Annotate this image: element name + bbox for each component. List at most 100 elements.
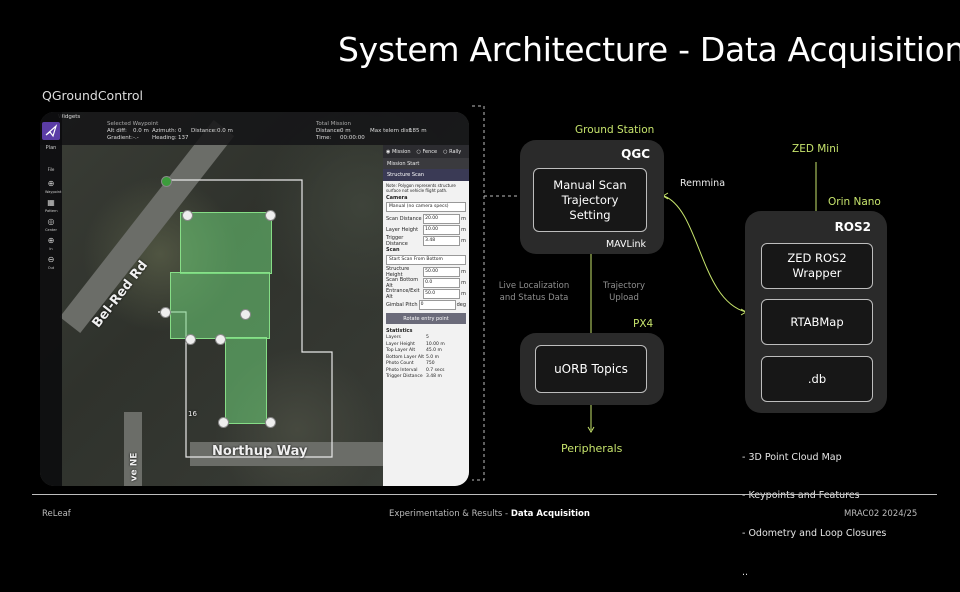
stat-value: 3.48 m [426,374,442,379]
qgc-top-bar: Widgets Selected Waypoint Alt diff: 0.0 … [40,112,469,145]
vertex-handle[interactable] [182,210,193,221]
tab-fence[interactable]: ○ Fence [416,148,438,155]
distance-label: Distance: [191,128,217,134]
setting-label: Entrance/Exit Alt [386,287,420,300]
ros2-panel-title: ROS2 [834,220,871,234]
rotate-entry-button[interactable]: Rotate entry point [386,313,466,324]
setting-input[interactable]: 0 [418,299,456,310]
note-item: .. [742,566,749,578]
scan-start-select[interactable]: Start Scan From Bottom [386,255,466,265]
zed-ros2-wrapper-box: ZED ROS2 Wrapper [761,243,873,289]
azimuth-label: Azimuth: [152,128,177,134]
peripherals-label: Peripherals [561,442,623,455]
structure-scan-header[interactable]: Structure Scan [383,169,469,181]
footer-topic: Data Acquisition [510,509,590,519]
px4-panel: uORB Topics [520,333,664,405]
tm-time-label: Time: [316,135,332,141]
tm-distance-label: Distance: [316,128,342,134]
camera-select[interactable]: Manual (no camera specs) [386,202,466,212]
structure-polygon-c[interactable] [225,337,267,424]
stat-label: Layer Height [386,341,415,347]
setting-label: Scan Bottom Alt [386,276,419,289]
setting-unit: m [461,268,466,275]
send-icon [45,124,58,138]
orin-nano-caption: Orin Nano [828,196,881,208]
setting-unit: m [461,215,466,222]
structure-scan-title: Structure Scan [387,172,425,178]
zoom-in-icon[interactable]: ⊕ [47,236,55,245]
setting-input[interactable]: 50.00 [423,266,461,277]
gradient-label: Gradient: [107,135,133,141]
plan-view-button[interactable] [42,122,60,140]
footer-center: Experimentation & Results - Data Acquisi… [389,509,590,519]
setting-input[interactable]: 0.0 [423,277,461,288]
setting-label: Layer Height [386,226,419,233]
center-icon[interactable]: ◎ [47,217,55,226]
slide-title: System Architecture - Data Acquisition [338,30,960,69]
file-button[interactable]: File [47,167,55,172]
mission-start-row[interactable]: Mission Start [383,158,469,169]
plan-label: Plan [45,145,57,151]
stat-label: Photo Interval [386,367,418,373]
setting-unit: m [461,279,466,286]
scan-note: Note: Polygon represents structure surfa… [386,183,456,193]
pattern-icon[interactable]: ▦ [47,198,55,207]
stat-label: Top Layer Alt [386,348,416,353]
remmina-label: Remmina [680,178,726,189]
stat-label: Trigger Distance [386,374,423,379]
vertex-handle[interactable] [185,334,196,345]
tab-rally[interactable]: ○ Rally [443,148,462,155]
vertex-handle[interactable] [215,334,226,345]
gradient-value: -.- [133,135,139,141]
home-marker[interactable] [161,176,172,187]
vertex-handle[interactable] [240,309,251,320]
mavlink-label: MAVLink [605,239,646,250]
pattern-label: Pattern [45,209,58,213]
mission-panel: ◉ Mission ○ Fence ○ Rally Mission Start … [383,145,469,486]
ground-station-panel: QGC Manual Scan Trajectory Setting MAVLi… [520,140,664,254]
uorb-topics-box: uORB Topics [535,345,647,393]
widgets-label[interactable]: Widgets [58,114,81,120]
qgc-label: QGroundControl [42,88,144,103]
stat-value: 0.7 secs [426,367,445,373]
road-ave [124,412,142,486]
tm-time-value: 00:00:00 [340,135,365,141]
vertex-handle[interactable] [265,417,276,428]
zoom-out-icon[interactable]: ⊖ [47,255,55,264]
stat-value: 750 [426,361,435,366]
setting-input[interactable]: 10.00 [423,224,461,235]
note-item: - 3D Point Cloud Map [742,451,842,463]
distance-value: 0.0 m [217,128,233,134]
zed-mini-label: ZED Mini [792,143,839,155]
vertex-handle[interactable] [160,307,171,318]
tab-mission-label: Mission [391,148,411,155]
waypoint-icon[interactable]: ⊕ [47,179,55,188]
setting-label: Trigger Distance [386,234,408,247]
setting-unit: m [461,290,466,297]
mission-start-label: Mission Start [387,160,420,167]
setting-label: Gimbal Pitch [386,301,418,308]
setting-input[interactable]: 3.48 [423,235,461,246]
tab-mission[interactable]: ◉ Mission [386,148,411,155]
vertex-handle[interactable] [265,210,276,221]
setting-input[interactable]: 50.0 [423,288,461,299]
setting-label: Scan Distance [386,215,422,222]
rtabmap-box: RTABMap [761,299,873,345]
setting-input[interactable]: 20.00 [423,213,461,224]
alt-diff-label: Alt diff: [107,128,127,134]
note-item: - Odometry and Loop Closures [742,528,887,540]
mission-tabs: ◉ Mission ○ Fence ○ Rally [383,145,469,158]
qgc-toolbar: Plan File ⊕ Waypoint ▦ Pattern ◎ Center … [40,112,62,486]
px4-caption: PX4 [633,318,654,330]
stat-label: Layers [386,335,401,340]
qgc-screenshot: Bel-Red Rd Northup Way ve NE 16 Widgets … [40,112,469,486]
vertex-handle[interactable] [218,417,229,428]
output-notes: - 3D Point Cloud Map - Keypoints and Fea… [742,426,886,592]
